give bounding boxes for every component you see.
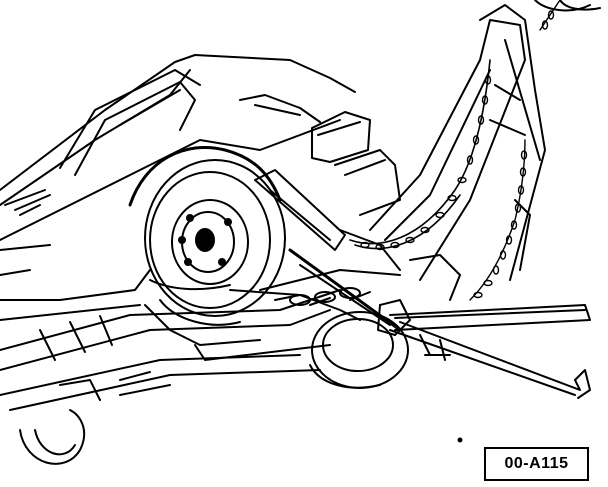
left-wheel (19, 409, 86, 465)
tow-bar (377, 299, 591, 443)
rear-wheel (128, 145, 286, 326)
tow-chain-left (349, 59, 492, 251)
car-body (0, 54, 401, 321)
tow-strap (254, 169, 402, 332)
tow-chain-right (469, 0, 561, 301)
underbody (0, 269, 401, 411)
figure-reference-code: 00-A115 (484, 447, 589, 481)
